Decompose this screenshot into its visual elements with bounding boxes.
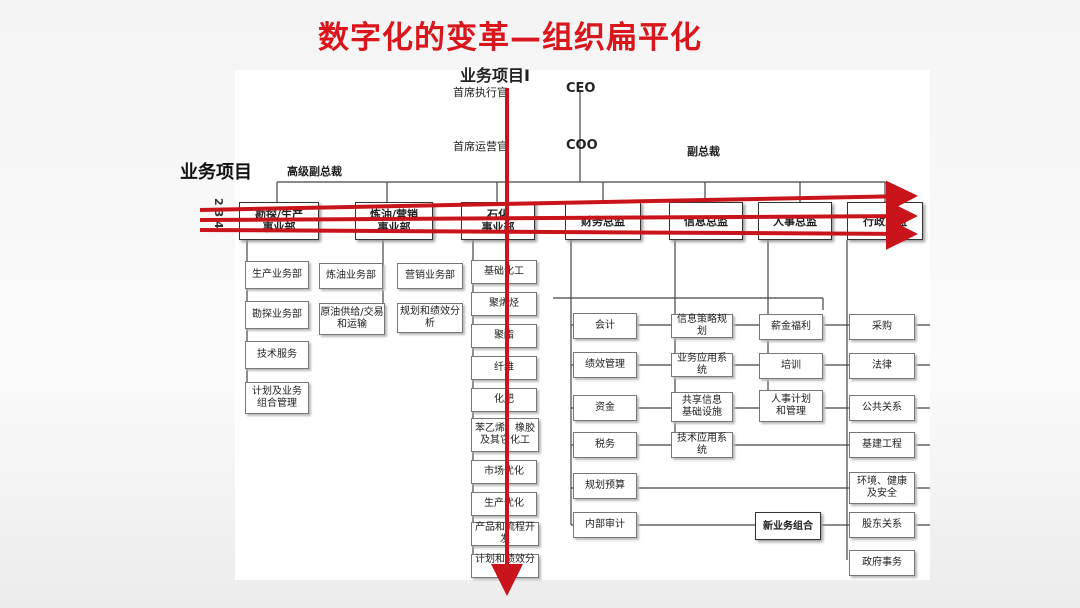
unit-petro-8: 生产优化 [471,492,537,516]
unit-admin-2: 法律 [849,353,915,379]
unit-admin-5: 环境、健康 及安全 [849,472,915,504]
unit-info-3: 共享信息 基础设施 [671,392,733,422]
project-label-top: 业务项目I [460,66,530,85]
org-chart: 业务项目I 首席执行官 CEO 首席运营官 COO 高级副总裁 副总裁 勘探/生… [235,66,930,580]
unit-explore-1: 生产业务部 [245,261,309,289]
unit-hr-1: 薪金福利 [759,314,823,340]
unit-petro-2: 聚烯烃 [471,292,537,316]
unit-petro-4: 纤维 [471,356,537,380]
unit-hr-2: 培训 [759,353,823,379]
unit-petro-1: 基础化工 [471,260,537,284]
unit-finance-4: 税务 [573,432,637,458]
unit-info-2: 业务应用系统 [671,353,733,377]
coo-cn-label: 首席运营官 [453,140,508,153]
unit-refine-2: 原油供给/交易 和运输 [319,303,385,335]
unit-market-1: 营销业务部 [397,263,463,289]
unit-explore-2: 勘探业务部 [245,301,309,329]
unit-petro-3: 聚酯 [471,324,537,348]
unit-explore-4: 计划及业务 组合管理 [245,382,309,414]
slide-title: 数字化的变革—组织扁平化 [318,20,702,56]
unit-info-4: 技术应用系统 [671,432,733,458]
project-label-left: 业务项目 [180,162,252,183]
unit-petro-7: 市场优化 [471,460,537,484]
unit-admin-1: 采购 [849,314,915,340]
unit-finance-3: 资金 [573,395,637,421]
unit-new-business: 新业务组合 [755,512,821,540]
ceo-cn-label: 首席执行官 [453,86,508,99]
unit-market-2: 规划和绩效分析 [397,303,463,333]
unit-admin-3: 公共关系 [849,395,915,421]
unit-refine-1: 炼油业务部 [319,263,383,289]
ceo-label: CEO [566,81,596,96]
unit-finance-1: 会计 [573,313,637,339]
unit-petro-5: 化肥 [471,388,537,412]
unit-explore-3: 技术服务 [245,341,309,369]
coo-label: COO [566,138,598,153]
unit-admin-6: 股东关系 [849,512,915,538]
unit-admin-4: 基建工程 [849,432,915,458]
unit-finance-6: 内部审计 [573,512,637,538]
vp-label: 副总裁 [687,145,720,158]
unit-finance-2: 绩效管理 [573,352,637,378]
unit-info-1: 信息策略规划 [671,314,733,338]
arrow-horizontal-3 [199,217,918,250]
unit-finance-5: 规划预算 [573,473,637,499]
unit-hr-3: 人事计划 和管理 [759,390,823,422]
unit-admin-7: 政府事务 [849,550,915,576]
svp-label: 高级副总裁 [287,165,342,178]
arrow-horizontal-2 [199,200,918,233]
arrow-horizontal-1 [199,180,918,213]
